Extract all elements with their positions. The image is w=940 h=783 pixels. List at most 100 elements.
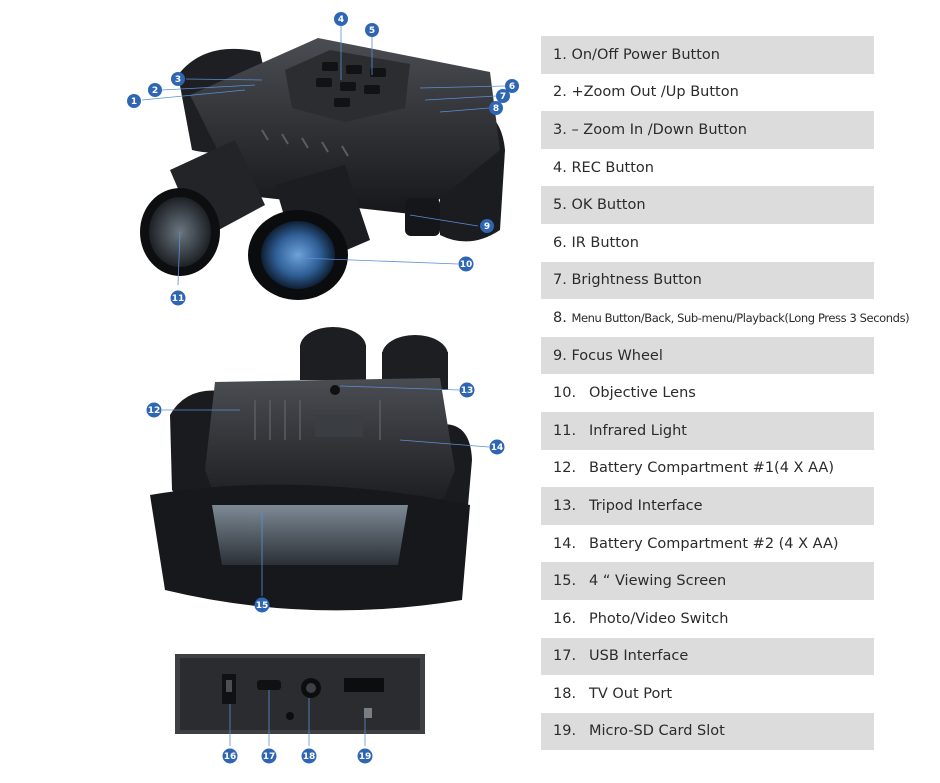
svg-text:15: 15 xyxy=(256,601,269,611)
svg-text:10: 10 xyxy=(460,260,473,270)
keypad-buttons xyxy=(316,62,386,107)
legend-item-15: 15. 4 “ Viewing Screen xyxy=(541,562,874,600)
leader-lines xyxy=(141,26,506,746)
legend-label: REC Button xyxy=(571,159,654,176)
callout-19: 19 xyxy=(357,748,373,764)
legend-label: On/Off Power Button xyxy=(571,46,720,63)
usb-port xyxy=(257,680,281,690)
legend-number: 8. xyxy=(553,309,567,326)
svg-text:1: 1 xyxy=(131,97,137,107)
svg-text:17: 17 xyxy=(263,752,276,762)
svg-text:9: 9 xyxy=(484,222,490,232)
legend-label: Focus Wheel xyxy=(571,347,663,364)
legend-item-10: 10. Objective Lens xyxy=(541,374,874,412)
rear-body xyxy=(205,378,455,520)
legend-number: 13. xyxy=(553,497,577,514)
sd-card-slot xyxy=(344,678,384,692)
legend-number: 7. xyxy=(553,272,567,289)
legend-item-11: 11. Infrared Light xyxy=(541,411,874,450)
callout-9: 9 xyxy=(480,219,494,233)
device-front-view xyxy=(140,38,505,300)
svg-text:2: 2 xyxy=(152,86,158,96)
legend-item-7: 7. Brightness Button xyxy=(541,261,874,300)
legend-item-6: 6. IR Button xyxy=(541,223,874,262)
legend-number: 1. xyxy=(553,46,567,63)
legend-item-13: 13.Tripod Interface xyxy=(541,487,874,525)
tripod-mount xyxy=(330,385,340,395)
legend-label: +Zoom Out /Up Button xyxy=(571,84,739,101)
svg-text:12: 12 xyxy=(148,406,161,416)
svg-text:5: 5 xyxy=(369,26,375,36)
device-diagram: 1 2 3 4 5 6 7 8 9 10 11 12 13 14 15 16 1… xyxy=(127,12,519,764)
svg-text:3: 3 xyxy=(175,75,181,85)
callout-11: 11 xyxy=(170,290,186,306)
legend-item-16: 16. Photo/Video Switch xyxy=(541,599,874,638)
legend-number: 19. xyxy=(553,723,577,740)
legend-label: Brightness Button xyxy=(571,272,702,289)
callout-14: 14 xyxy=(489,439,505,455)
callout-3: 3 xyxy=(171,72,185,86)
legend-number: 17. xyxy=(553,648,577,665)
svg-text:6: 6 xyxy=(509,82,515,92)
callout-1: 1 xyxy=(127,94,141,108)
parts-legend: 1. On/Off Power Button 2. +Zoom Out /Up … xyxy=(541,36,910,751)
legend-item-19: 19. Micro-SD Card Slot xyxy=(541,712,874,751)
legend-number: 9. xyxy=(553,347,567,364)
legend-label: Battery Compartment #2 (4 X AA) xyxy=(589,535,839,552)
callout-18: 18 xyxy=(301,748,317,764)
svg-text:7: 7 xyxy=(500,92,506,102)
legend-number: 16. xyxy=(553,610,577,627)
legend-label: Objective Lens xyxy=(589,385,696,402)
legend-item-8: 8. Menu Button/Back, Sub-menu/Playback(L… xyxy=(541,299,910,337)
callout-7: 7 xyxy=(496,89,510,103)
svg-text:13: 13 xyxy=(461,386,474,396)
legend-item-9: 9. Focus Wheel xyxy=(541,336,874,375)
legend-number: 14. xyxy=(553,535,577,552)
legend-item-1: 1. On/Off Power Button xyxy=(541,36,874,74)
svg-text:19: 19 xyxy=(359,752,372,762)
legend-item-5: 5. OK Button xyxy=(541,186,874,224)
legend-label: Battery Compartment #1(4 X AA) xyxy=(589,460,834,477)
legend-item-2: 2. +Zoom Out /Up Button xyxy=(541,73,874,112)
legend-label: Infrared Light xyxy=(589,422,687,439)
legend-item-18: 18.TV Out Port xyxy=(541,675,874,713)
legend-label: 4 “ Viewing Screen xyxy=(589,573,727,590)
svg-text:4: 4 xyxy=(338,15,344,25)
callout-15: 15 xyxy=(254,597,270,613)
callout-16: 16 xyxy=(222,748,238,764)
legend-number: 2. xyxy=(553,84,567,101)
legend-item-3: 3. – Zoom In /Down Button xyxy=(541,111,874,149)
legend-label: USB Interface xyxy=(589,648,689,665)
callout-8: 8 xyxy=(489,101,503,115)
legend-item-12: 12.Battery Compartment #1(4 X AA) xyxy=(541,449,874,488)
callout-17: 17 xyxy=(261,748,277,764)
device-body xyxy=(190,38,500,215)
legend-label: – Zoom In /Down Button xyxy=(571,121,747,138)
legend-label: TV Out Port xyxy=(589,685,673,702)
svg-text:8: 8 xyxy=(493,104,499,114)
svg-text:16: 16 xyxy=(224,752,237,762)
callout-6: 6 xyxy=(505,79,519,93)
legend-item-14: 14. Battery Compartment #2 (4 X AA) xyxy=(541,524,874,563)
callout-12: 12 xyxy=(146,402,162,418)
rear-ribs xyxy=(254,400,381,440)
grip-ribs xyxy=(261,129,349,157)
port-panel-view xyxy=(175,654,425,734)
legend-number: 4. xyxy=(553,159,567,176)
viewing-screen xyxy=(212,505,408,565)
legend-number: 10. xyxy=(553,385,577,402)
legend-label: Micro-SD Card Slot xyxy=(589,723,725,740)
rear-label-plate xyxy=(315,415,363,437)
callout-13: 13 xyxy=(459,382,475,398)
legend-number: 15. xyxy=(553,573,577,590)
svg-text:11: 11 xyxy=(172,294,185,304)
callout-2: 2 xyxy=(148,83,162,97)
callout-4: 4 xyxy=(334,12,348,26)
legend-label: OK Button xyxy=(571,197,646,214)
legend-label: Photo/Video Switch xyxy=(589,610,729,627)
callout-5: 5 xyxy=(365,23,379,37)
legend-number: 3. xyxy=(553,121,567,138)
legend-item-4: 4. REC Button xyxy=(541,148,874,187)
legend-number: 11. xyxy=(553,422,577,439)
device-rear-view xyxy=(150,327,472,611)
